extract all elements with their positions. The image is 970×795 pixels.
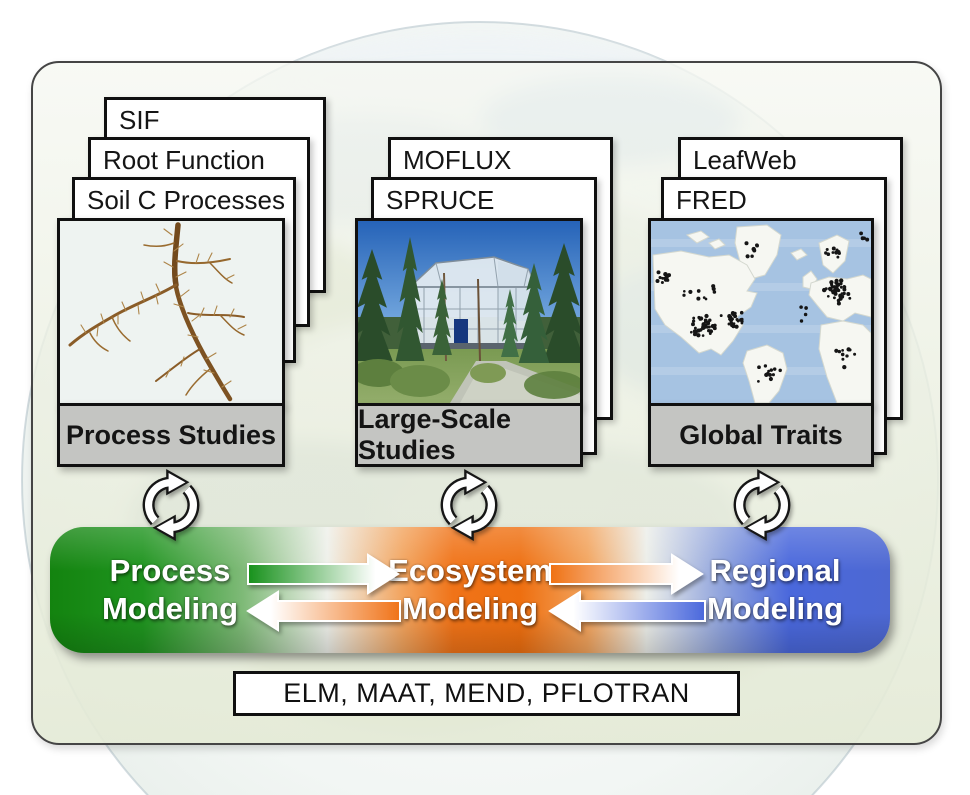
modeling-gradient-bar xyxy=(50,527,890,653)
trait-observation-dots xyxy=(655,231,870,383)
large-scale-studies-label: Large-Scale Studies xyxy=(355,403,583,467)
root-photo-illustration xyxy=(60,221,282,403)
global-traits-image xyxy=(648,218,874,406)
ecosystem-modeling-label: Ecosystem Modeling xyxy=(388,553,552,626)
process-modeling-label: Process Modeling xyxy=(101,553,239,626)
large-scale-studies-image xyxy=(355,218,583,406)
models-list-box: ELM, MAAT, MEND, PFLOTRAN xyxy=(233,671,740,716)
spruce-photo-illustration xyxy=(358,221,580,403)
process-studies-image xyxy=(57,218,285,406)
global-traits-label: Global Traits xyxy=(648,403,874,467)
regional-modeling-label: Regional Modeling xyxy=(706,553,844,626)
process-studies-label: Process Studies xyxy=(57,403,285,467)
world-map-illustration xyxy=(651,221,871,403)
